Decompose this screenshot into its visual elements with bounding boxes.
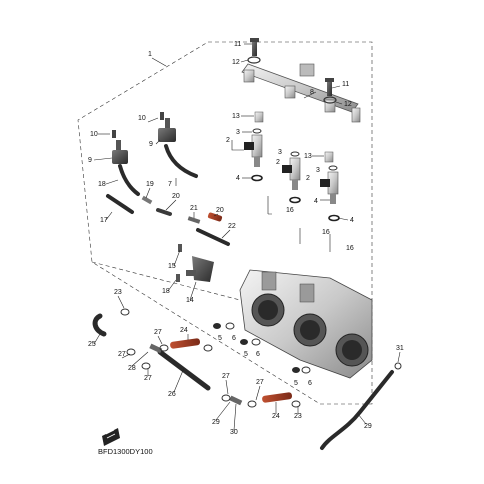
callout-16c: 16 [346,245,354,252]
clips-6 [225,322,311,374]
callout-3b: 3 [278,149,282,156]
hose-29 [320,370,394,450]
callout-12a: 12 [232,59,240,66]
hose-22 [196,228,230,246]
callout-26: 26 [168,391,176,398]
callout-6c: 6 [308,380,312,387]
callout-2c: 2 [306,175,310,182]
callout-9b: 9 [88,157,92,164]
callout-9a: 9 [149,141,153,148]
hose-25 [92,313,107,337]
callout-16a: 16 [286,207,294,214]
injector-left [244,134,263,167]
callout-14: 14 [186,297,194,304]
screw-10 [112,112,164,138]
callout-4a: 4 [236,175,240,182]
callout-11a: 11 [234,41,241,48]
callout-6a: 6 [232,335,236,342]
injector-right [320,171,339,204]
injector-rings-3 [252,128,338,171]
callout-1: 1 [148,51,152,58]
callout-7: 7 [168,181,172,188]
callout-16b: 16 [322,229,330,236]
callout-12b: 12 [344,101,352,108]
bracket-lines [267,196,331,252]
hose-7 [164,144,198,178]
injector-middle [282,157,301,190]
washer-12-right [323,96,337,104]
bolt-11-right [325,78,334,96]
callout-23a: 23 [114,289,122,296]
hose-20-short [156,208,172,216]
hose-24-upper [170,338,201,349]
callout-10b: 10 [90,131,98,138]
spring-20 [207,212,223,222]
callout-19: 19 [146,181,154,188]
collar-13-right [324,151,334,163]
bolt-11-left [250,38,259,56]
callout-4b: 4 [314,198,318,205]
callout-20a: 20 [172,193,180,200]
callout-5b: 5 [244,351,248,358]
callout-25: 25 [88,341,96,348]
callout-3c: 3 [316,167,320,174]
callout-27a: 27 [118,351,126,358]
callout-30: 30 [230,429,238,436]
washer-12-left [247,56,261,64]
clamps-27-23 [120,308,402,408]
callout-5a: 5 [218,335,222,342]
callout-6b: 6 [256,351,260,358]
callout-3a: 3 [236,129,240,136]
callout-27d: 27 [222,373,230,380]
callout-20b: 20 [216,207,224,214]
callout-10a: 10 [138,115,146,122]
callout-18b: 18 [162,288,170,295]
assembly-boundary [77,41,373,405]
callout-21: 21 [190,205,198,212]
caps-5 [213,323,300,373]
callout-28: 28 [128,365,136,372]
callout-18a: 18 [98,181,106,188]
callout-4c: 4 [350,217,354,224]
callout-31: 31 [396,345,404,352]
callout-8: 8 [310,89,314,96]
screws-15-18 [176,244,182,282]
hose-26 [157,349,211,391]
callout-23b: 23 [294,413,302,420]
callout-22: 22 [228,223,236,230]
callout-24a: 24 [180,327,188,334]
fuel-rail [241,63,361,123]
callout-24b: 24 [272,413,280,420]
reference-code: BFD1300DY100 [98,447,153,456]
callout-29b: 29 [364,423,372,430]
sensor-9-lower [112,140,128,164]
callout-27c: 27 [144,375,152,382]
hose-17 [106,194,134,214]
callout-27b: 27 [154,329,162,336]
callout-13b: 13 [304,153,312,160]
collar-13-left [254,111,264,123]
sensor-9-upper [158,118,176,142]
manual-logo-icon [102,428,120,446]
callout-5c: 5 [294,380,298,387]
hose-18-upper [118,164,140,196]
callout-2a: 2 [226,137,230,144]
fittings-28-30 [149,343,243,406]
callout-2b: 2 [276,159,280,166]
throttle-body [239,269,373,379]
callout-11b: 11 [342,81,349,88]
hose-24-lower [262,392,293,403]
callout-27e: 27 [256,379,264,386]
fitting-19 [141,195,153,205]
leader-lines [93,43,401,431]
callout-29a: 29 [212,419,220,426]
fitting-21 [187,216,201,224]
callout-17: 17 [100,217,108,224]
callout-13a: 13 [232,113,240,120]
sensor-14 [186,256,214,282]
callout-15: 15 [168,263,176,270]
